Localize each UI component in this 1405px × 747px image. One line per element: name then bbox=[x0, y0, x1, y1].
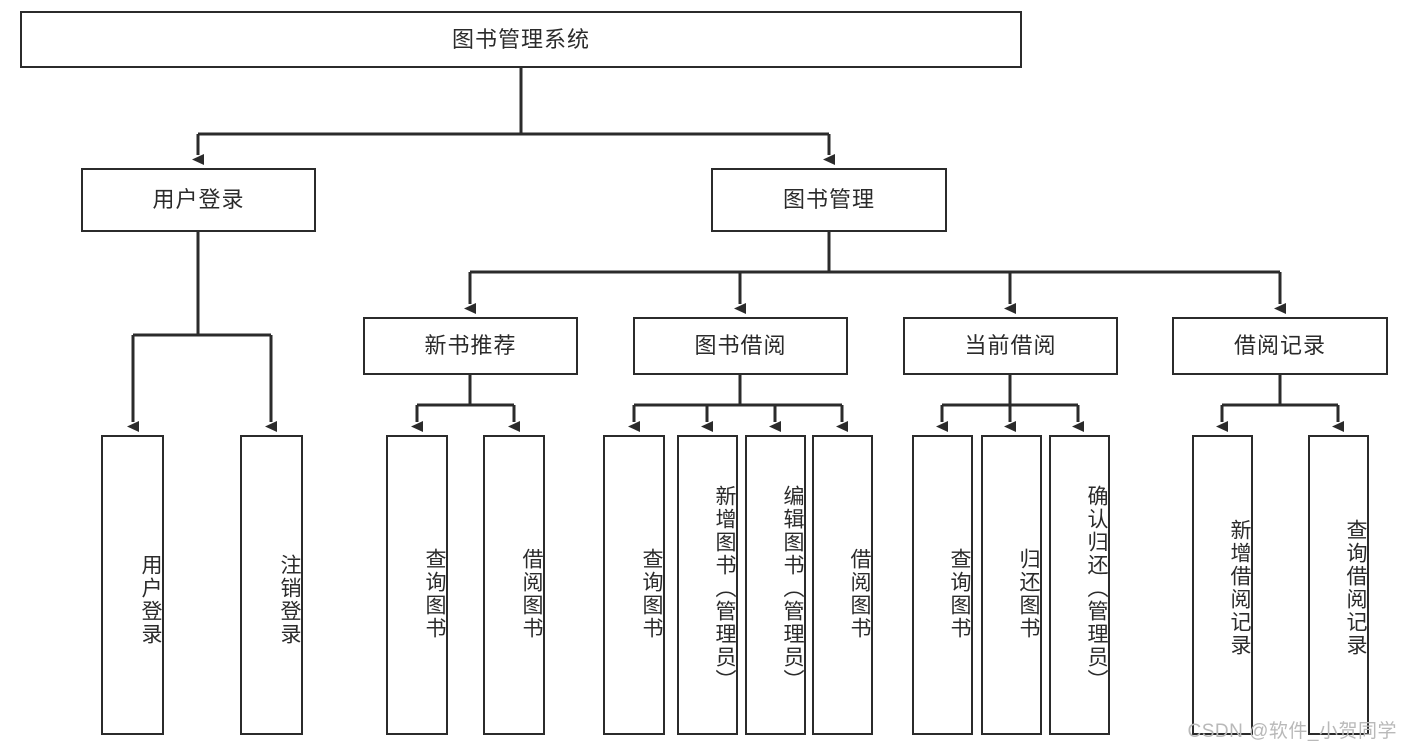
leaf-user-login-logout[interactable]: 注销登录 bbox=[240, 435, 303, 735]
node-label: 图书管理 bbox=[782, 187, 875, 213]
leaf-borrow-borrow-book[interactable]: 借阅图书 bbox=[812, 435, 873, 735]
leaf-record-add-borrow-record[interactable]: 新增借阅记录 bbox=[1192, 435, 1253, 735]
node-label: 当前借阅 bbox=[964, 333, 1057, 359]
node-label: 用户登录 bbox=[139, 554, 162, 646]
leaf-record-query-borrow-record[interactable]: 查询借阅记录 bbox=[1308, 435, 1369, 735]
node-label: 新增借阅记录 bbox=[1228, 519, 1251, 657]
node-label: 用户登录 bbox=[152, 187, 245, 213]
node-label: 新增图书（管理员） bbox=[713, 484, 736, 692]
leaf-borrow-query-book[interactable]: 查询图书 bbox=[603, 435, 665, 735]
node-label: 查询图书 bbox=[423, 548, 446, 640]
node-current-borrow[interactable]: 当前借阅 bbox=[903, 317, 1118, 375]
leaf-current-query-book[interactable]: 查询图书 bbox=[912, 435, 973, 735]
node-label: 新书推荐 bbox=[424, 333, 517, 359]
node-book-management[interactable]: 图书管理 bbox=[711, 168, 947, 232]
node-user-login[interactable]: 用户登录 bbox=[81, 168, 316, 232]
leaf-current-confirm-return-admin[interactable]: 确认归还（管理员） bbox=[1049, 435, 1110, 735]
node-label: 注销登录 bbox=[278, 554, 301, 646]
node-label: 借阅记录 bbox=[1233, 333, 1326, 359]
node-label: 查询借阅记录 bbox=[1344, 519, 1367, 657]
leaf-user-login-login[interactable]: 用户登录 bbox=[101, 435, 164, 735]
leaf-new-book-borrow-book[interactable]: 借阅图书 bbox=[483, 435, 545, 735]
node-label: 编辑图书（管理员） bbox=[781, 484, 804, 692]
leaf-new-book-query-book[interactable]: 查询图书 bbox=[386, 435, 448, 735]
node-label: 查询图书 bbox=[640, 548, 663, 640]
node-label: 查询图书 bbox=[948, 548, 971, 640]
node-book-borrow[interactable]: 图书借阅 bbox=[633, 317, 848, 375]
node-label: 图书借阅 bbox=[694, 333, 787, 359]
node-new-book-recommend[interactable]: 新书推荐 bbox=[363, 317, 578, 375]
node-label: 图书管理系统 bbox=[451, 26, 590, 52]
node-borrow-record[interactable]: 借阅记录 bbox=[1172, 317, 1388, 375]
node-root-book-management-system[interactable]: 图书管理系统 bbox=[20, 11, 1022, 68]
node-label: 借阅图书 bbox=[520, 548, 543, 640]
node-label: 借阅图书 bbox=[848, 548, 871, 640]
leaf-current-return-book[interactable]: 归还图书 bbox=[981, 435, 1042, 735]
node-label: 归还图书 bbox=[1017, 548, 1040, 640]
leaf-borrow-edit-book-admin[interactable]: 编辑图书（管理员） bbox=[745, 435, 806, 735]
leaf-borrow-add-book-admin[interactable]: 新增图书（管理员） bbox=[677, 435, 738, 735]
node-label: 确认归还（管理员） bbox=[1085, 484, 1108, 692]
